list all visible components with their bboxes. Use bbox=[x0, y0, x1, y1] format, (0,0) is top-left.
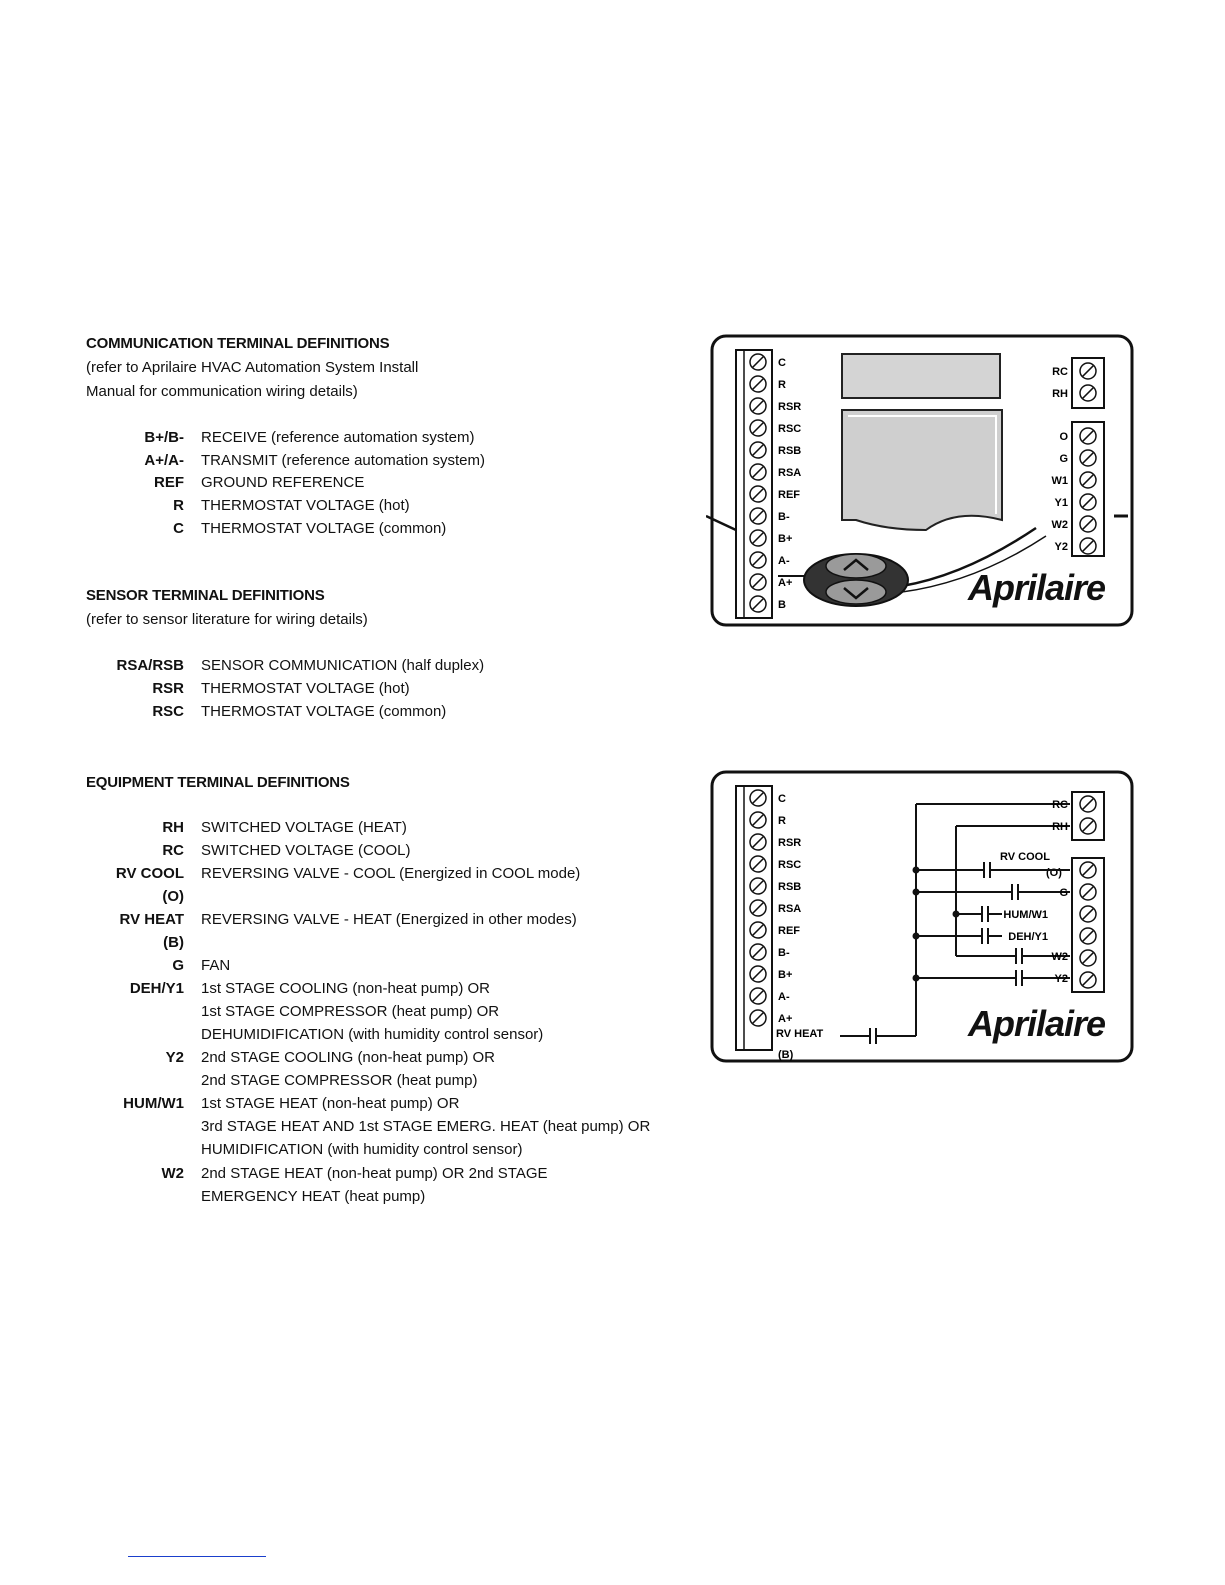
display-top-panel bbox=[841, 353, 1001, 399]
aprilaire-logo: Aprilaire bbox=[967, 567, 1106, 608]
terminal-label: O bbox=[1059, 431, 1068, 443]
terminal-label: REF bbox=[778, 925, 800, 937]
sensor-title: SENSOR TERMINAL DEFINITIONS bbox=[86, 587, 325, 604]
terminal-label: B- bbox=[778, 947, 790, 959]
terminal-label: RC bbox=[1052, 799, 1068, 811]
definition-term: RC bbox=[162, 842, 184, 859]
terminal-label: C bbox=[778, 793, 786, 805]
terminal-label: RSR bbox=[778, 401, 801, 413]
terminal-label: RSC bbox=[778, 859, 801, 871]
definition-description: 1st STAGE COOLING (non-heat pump) OR 1st… bbox=[201, 980, 544, 1043]
terminal-label: RH bbox=[1052, 821, 1068, 833]
terminal-label: HUM/W1 bbox=[1003, 909, 1048, 921]
definition-term: B+/B- bbox=[144, 429, 184, 446]
definition-description: RECEIVE (reference automation system) bbox=[201, 429, 475, 446]
terminal-label: B+ bbox=[778, 969, 792, 981]
thermostat-housing bbox=[710, 770, 1134, 1063]
terminal-label: W2 bbox=[1052, 519, 1069, 531]
definition-term: A+/A- bbox=[144, 452, 184, 469]
terminal-label: DEH/Y1 bbox=[1008, 931, 1048, 943]
definition-description: REVERSING VALVE - COOL (Energized in COO… bbox=[201, 865, 581, 882]
communication-note-2: Manual for communication wiring details) bbox=[86, 383, 358, 400]
left-terminal-strip bbox=[735, 349, 773, 619]
terminal-label: REF bbox=[778, 489, 800, 501]
definition-term: C bbox=[173, 520, 184, 537]
arrow-buttons-icon bbox=[803, 553, 909, 607]
definition-term: G bbox=[172, 957, 184, 974]
terminal-label: RSC bbox=[778, 423, 801, 435]
terminal-label: A- bbox=[778, 555, 790, 567]
terminal-label: Y2 bbox=[1055, 541, 1068, 553]
terminal-label: RSA bbox=[778, 467, 801, 479]
display-main-panel bbox=[841, 409, 1003, 532]
terminal-label: RSA bbox=[778, 903, 801, 915]
rv-cool-label: RV COOL bbox=[1000, 851, 1050, 863]
terminal-label: RH bbox=[1052, 388, 1068, 400]
terminal-label: W2 bbox=[1052, 951, 1069, 963]
definition-description: THERMOSTAT VOLTAGE (common) bbox=[201, 520, 447, 537]
communication-title: COMMUNICATION TERMINAL DEFINITIONS bbox=[86, 335, 390, 352]
definition-term: DEH/Y1 bbox=[129, 980, 184, 997]
terminal-label: RSB bbox=[778, 881, 801, 893]
definition-term: Y2 bbox=[165, 1049, 184, 1066]
terminal-label: Y2 bbox=[1055, 973, 1068, 985]
definition-term: RSA/RSB bbox=[116, 657, 184, 674]
definition-term: RSR bbox=[152, 680, 184, 697]
definition-description: REVERSING VALVE - HEAT (Energized in oth… bbox=[201, 911, 577, 928]
terminal-label: A- bbox=[778, 991, 790, 1003]
terminal-label: B- bbox=[778, 511, 790, 523]
terminal-label: G bbox=[1059, 887, 1068, 899]
definition-description: 1st STAGE HEAT (non-heat pump) OR 3rd ST… bbox=[201, 1095, 651, 1158]
definition-description: 2nd STAGE COOLING (non-heat pump) OR 2nd… bbox=[201, 1049, 496, 1089]
terminal-label: A+ bbox=[778, 577, 792, 589]
footer-link-underline bbox=[128, 1556, 266, 1557]
definition-description: FAN bbox=[201, 957, 231, 974]
terminal-label: RSB bbox=[778, 445, 801, 457]
definition-description: THERMOSTAT VOLTAGE (common) bbox=[201, 703, 447, 720]
definition-term: HUM/W1 bbox=[123, 1095, 184, 1112]
definition-term: RV COOL (O) bbox=[115, 865, 184, 905]
definition-description: 2nd STAGE HEAT (non-heat pump) OR 2nd ST… bbox=[201, 1165, 548, 1205]
definition-term: W2 bbox=[161, 1165, 185, 1182]
definition-description: SWITCHED VOLTAGE (HEAT) bbox=[201, 819, 407, 836]
rv-heat-label: RV HEAT bbox=[776, 1028, 824, 1040]
terminal-label: RC bbox=[1052, 366, 1068, 378]
rv-heat-sub-label: (B) bbox=[778, 1049, 794, 1061]
definition-term: R bbox=[173, 497, 184, 514]
terminal-label: B+ bbox=[778, 533, 792, 545]
definition-description: SWITCHED VOLTAGE (COOL) bbox=[201, 842, 411, 859]
equipment-title: EQUIPMENT TERMINAL DEFINITIONS bbox=[86, 774, 350, 791]
definition-description: THERMOSTAT VOLTAGE (hot) bbox=[201, 680, 410, 697]
terminal-label: B bbox=[778, 599, 786, 611]
terminal-label: RSR bbox=[778, 837, 801, 849]
left-terminal-strip bbox=[735, 785, 773, 1051]
definition-description: THERMOSTAT VOLTAGE (hot) bbox=[201, 497, 410, 514]
definition-term: RH bbox=[162, 819, 184, 836]
definition-term: RSC bbox=[152, 703, 184, 720]
rv-cool-sub-label: (O) bbox=[1046, 867, 1062, 879]
terminal-label: Y1 bbox=[1055, 497, 1068, 509]
terminal-label: W1 bbox=[1052, 475, 1069, 487]
definition-term: RV HEAT (B) bbox=[119, 911, 184, 951]
sensor-note: (refer to sensor literature for wiring d… bbox=[86, 611, 368, 628]
aprilaire-logo: Aprilaire bbox=[967, 1003, 1106, 1044]
definition-description: TRANSMIT (reference automation system) bbox=[201, 452, 485, 469]
definition-description: SENSOR COMMUNICATION (half duplex) bbox=[201, 657, 485, 674]
definition-description: GROUND REFERENCE bbox=[201, 474, 365, 491]
terminal-label: C bbox=[778, 357, 786, 369]
terminal-label: R bbox=[778, 379, 786, 391]
terminal-label: A+ bbox=[778, 1013, 792, 1025]
right-bottom-terminal-strip bbox=[1071, 857, 1105, 993]
terminal-label: R bbox=[778, 815, 786, 827]
definition-term: REF bbox=[154, 474, 184, 491]
communication-note-1: (refer to Aprilaire HVAC Automation Syst… bbox=[86, 359, 419, 376]
terminal-label: G bbox=[1059, 453, 1068, 465]
